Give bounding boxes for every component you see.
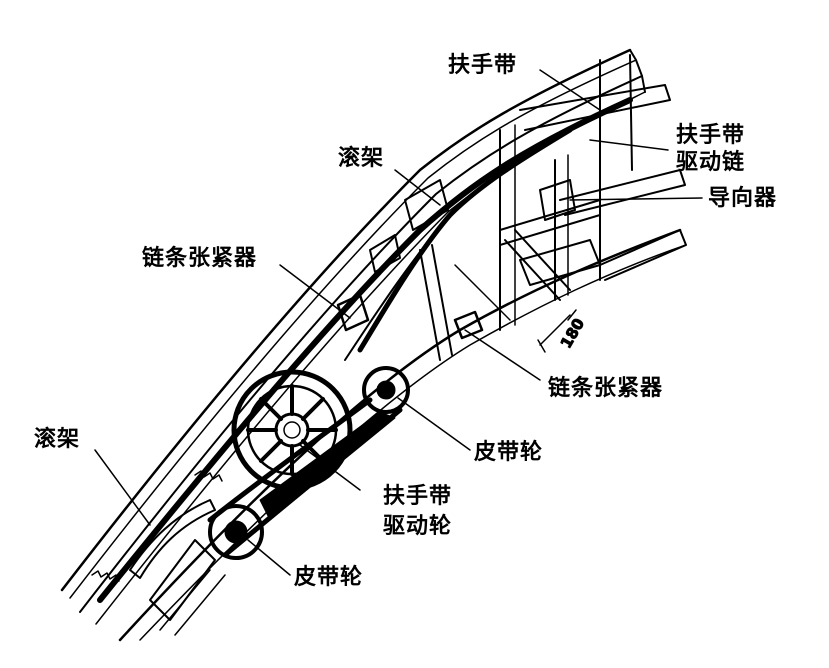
drive-chain: [357, 127, 573, 353]
label-handrail-drive-chain-2: 驱动链: [676, 150, 746, 175]
drive-chain-inner: [344, 224, 443, 361]
label-chain-tensioner-left: 链条张紧器: [142, 246, 258, 271]
support-diag-2: [454, 264, 511, 321]
label-handrail-drive-chain-1: 扶手带: [676, 123, 746, 148]
teeth-mid: [194, 470, 223, 482]
brace-2: [504, 229, 571, 301]
label-guide: 导向器: [708, 186, 778, 211]
outer-frame-top-edge-2: [69, 59, 637, 599]
leader-tensioner-left: [279, 264, 351, 319]
label-chain-tensioner-right: 链条张紧器: [548, 376, 664, 401]
lower-bracket-2: [159, 569, 226, 636]
frame-rail-a: [519, 84, 671, 131]
pulley-right-outer: [362, 366, 410, 414]
leader-pulley-right: [397, 397, 471, 451]
pulley-right-inner: [376, 380, 396, 400]
upper-bracket: [369, 234, 401, 273]
label-handrail-drive-wheel-1: 扶手带: [383, 484, 453, 509]
label-roller-frame-left: 滚架: [34, 427, 81, 452]
brace-1: [499, 199, 601, 246]
label-pulley-bottom: 皮带轮: [294, 565, 364, 590]
label-handrail: 扶手带: [448, 53, 518, 78]
leader-tensioner-right: [464, 329, 541, 381]
dimension-line: [537, 309, 577, 353]
leader-roller-top: [394, 169, 441, 206]
leader-drive-wheel: [299, 444, 361, 491]
frame-rail-b: [559, 169, 686, 216]
lower-rail-2: [139, 244, 687, 641]
upper-frame-end: [629, 49, 646, 93]
frame-rail-c: [599, 229, 687, 281]
leader-handrail: [539, 69, 601, 111]
tensioner-left-box: [336, 293, 370, 332]
handrail-belt: [97, 97, 633, 603]
leader-pulley-bottom: [247, 539, 291, 576]
support-diag-1: [419, 244, 453, 361]
leader-guide: [569, 197, 703, 201]
teeth-left: [91, 570, 120, 582]
drive-wheel-hub-inner: [283, 421, 301, 439]
dimension-label: 180: [557, 315, 588, 351]
leader-drive-chain: [589, 139, 669, 151]
brace-3: [519, 239, 601, 286]
label-roller-frame-top: 滚架: [338, 146, 385, 171]
label-handrail-drive-wheel-2: 驱动轮: [383, 514, 453, 539]
upper-roller-frame: [404, 179, 449, 231]
outer-frame-top-edge: [60, 48, 632, 592]
guide-box: [539, 179, 576, 221]
lower-roller-frame: [129, 499, 216, 579]
lower-rail: [118, 228, 682, 642]
lower-bracket: [149, 539, 216, 621]
label-pulley-right: 皮带轮: [474, 440, 544, 465]
pulley-bottom-outer: [208, 504, 264, 560]
tensioner-right-box: [453, 310, 484, 340]
leader-roller-left: [94, 449, 151, 526]
